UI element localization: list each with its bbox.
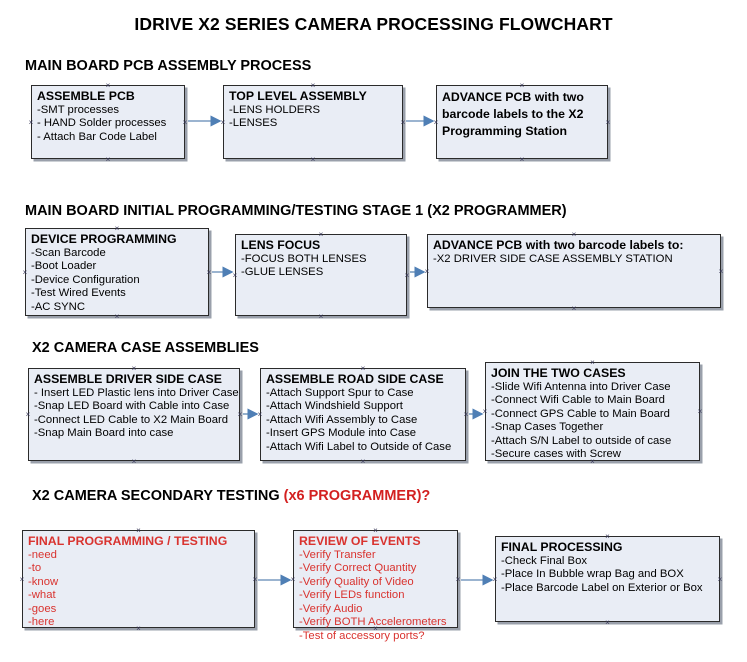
node-line: -know — [28, 575, 59, 588]
node-line: -Insert GPS Module into Case — [266, 427, 417, 440]
node-line: -AC SYNC — [31, 300, 85, 313]
node-line: -goes — [28, 602, 57, 615]
node-line: -to — [28, 562, 42, 575]
node-line: -Scan Barcode — [31, 246, 106, 259]
node-line: -need — [28, 548, 57, 561]
node-device-programming[interactable]: DEVICE PROGRAMMING -Scan Barcode -Boot L… — [25, 228, 209, 316]
node-line: -here — [28, 616, 55, 629]
node-line: -LENS HOLDERS — [229, 103, 321, 116]
node-line: -FOCUS BOTH LENSES — [241, 252, 367, 265]
node-title: ASSEMBLE PCB — [37, 89, 135, 103]
page-title: IDRIVE X2 SERIES CAMERA PROCESSING FLOWC… — [134, 14, 613, 34]
node-line: -Secure cases with Screw — [491, 448, 621, 461]
section-heading-text: MAIN BOARD INITIAL PROGRAMMING/TESTING S… — [25, 203, 567, 219]
node-line: -SMT processes — [37, 103, 120, 116]
node-final-programming-testing[interactable]: FINAL PROGRAMMING / TESTING -need -to -k… — [22, 530, 255, 628]
node-line: -Attach Windshield Support — [266, 400, 403, 413]
node-line: -Verify Audio — [299, 602, 363, 615]
node-line-overflow: -Test of accessory ports? — [299, 630, 425, 643]
node-line: -Snap LED Board with Cable into Case — [34, 400, 230, 413]
node-line: -LENSES — [229, 117, 278, 130]
node-assemble-road-side-case[interactable]: ASSEMBLE ROAD SIDE CASE -Attach Support … — [260, 368, 466, 461]
node-line: - HAND Solder processes — [37, 117, 167, 130]
node-title: ADVANCE PCB with two barcode labels to: — [433, 238, 684, 252]
node-line: -Device Configuration — [31, 273, 140, 286]
node-line: -Verify Correct Quantity — [299, 562, 417, 575]
node-title: FINAL PROGRAMMING / TESTING — [28, 534, 228, 548]
node-assemble-driver-side-case[interactable]: ASSEMBLE DRIVER SIDE CASE - Insert LED P… — [28, 368, 240, 461]
node-line: - Insert LED Plastic lens into Driver Ca… — [34, 386, 239, 399]
node-line: -Attach S/N Label to outside of case — [491, 434, 672, 447]
node-title: TOP LEVEL ASSEMBLY — [229, 89, 367, 103]
node-title: JOIN THE TWO CASES — [491, 366, 626, 380]
node-line: -Connect GPS Cable to Main Board — [491, 407, 670, 420]
node-line: -what — [28, 589, 56, 602]
node-title: FINAL PROCESSING — [501, 540, 623, 554]
node-title: ASSEMBLE DRIVER SIDE CASE — [34, 372, 222, 386]
node-line: -X2 DRIVER SIDE CASE ASSEMBLY STATION — [433, 252, 673, 265]
node-line: -Connect LED Cable to X2 Main Board — [34, 413, 229, 426]
node-top-level-assembly[interactable]: TOP LEVEL ASSEMBLY -LENS HOLDERS -LENSES — [223, 85, 403, 159]
node-line: -Snap Main Board into case — [34, 427, 174, 440]
node-line: -Snap Cases Together — [491, 421, 604, 434]
node-title: LENS FOCUS — [241, 238, 321, 252]
node-title: ASSEMBLE ROAD SIDE CASE — [266, 372, 444, 386]
node-line: -Verify Transfer — [299, 548, 376, 561]
node-line: -GLUE LENSES — [241, 266, 324, 279]
node-advance-pcb-programming-station[interactable]: ADVANCE PCB with two barcode labels to t… — [436, 85, 608, 159]
node-line: -Test Wired Events — [31, 287, 126, 300]
section-heading-x2-camera-secondary-testing: X2 CAMERA SECONDARY TESTING (x6 PROGRAMM… — [32, 488, 430, 504]
section-heading-x2-camera-case-assemblies: X2 CAMERA CASE ASSEMBLIES — [32, 340, 259, 356]
section-heading-text: X2 CAMERA SECONDARY TESTING — [32, 488, 284, 504]
section-heading-text: MAIN BOARD PCB ASSEMBLY PROCESS — [25, 58, 312, 74]
node-review-of-events[interactable]: REVIEW OF EVENTS -Verify Transfer -Verif… — [293, 530, 458, 642]
node-assemble-pcb[interactable]: ASSEMBLE PCB -SMT processes - HAND Solde… — [31, 85, 185, 159]
node-title: REVIEW OF EVENTS — [299, 534, 421, 548]
section-heading-main-board-pcb-assembly: MAIN BOARD PCB ASSEMBLY PROCESS — [25, 58, 311, 74]
node-final-processing[interactable]: FINAL PROCESSING -Check Final Box -Place… — [495, 536, 720, 622]
node-line: -Connect Wifi Cable to Main Board — [491, 394, 665, 407]
section-heading-text: X2 CAMERA CASE ASSEMBLIES — [32, 340, 259, 356]
node-advance-pcb-driver-side-station[interactable]: ADVANCE PCB with two barcode labels to: … — [427, 234, 721, 308]
node-line: -Verify Quality of Video — [299, 575, 414, 588]
node-lens-focus[interactable]: LENS FOCUS -FOCUS BOTH LENSES -GLUE LENS… — [235, 234, 407, 316]
node-join-the-two-cases[interactable]: JOIN THE TWO CASES -Slide Wifi Antenna i… — [485, 362, 700, 461]
node-line: -Check Final Box — [501, 554, 588, 567]
node-line: -Attach Support Spur to Case — [266, 386, 414, 399]
node-title: DEVICE PROGRAMMING — [31, 232, 177, 246]
node-line: -Place Barcode Label on Exterior or Box — [501, 581, 703, 594]
section-heading-main-board-initial-programming: MAIN BOARD INITIAL PROGRAMMING/TESTING S… — [25, 203, 567, 219]
node-line: -Place In Bubble wrap Bag and BOX — [501, 568, 684, 581]
node-line: -Attach Wifi Label to Outside of Case — [266, 440, 452, 453]
node-line: -Attach Wifi Assembly to Case — [266, 413, 418, 426]
node-title: ADVANCE PCB with two barcode labels to t… — [442, 90, 584, 138]
section-heading-accent: (x6 PROGRAMMER)? — [283, 488, 431, 504]
node-line: -Verify BOTH Accelerometers — [299, 616, 447, 629]
node-line: -Boot Loader — [31, 260, 97, 273]
node-line: -Verify LEDs function — [299, 589, 405, 602]
node-line: - Attach Bar Code Label — [37, 130, 157, 143]
node-line: -Slide Wifi Antenna into Driver Case — [491, 380, 671, 393]
